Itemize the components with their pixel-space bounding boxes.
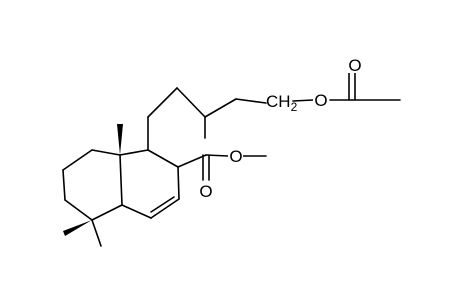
bond-ring-fusion [119, 154, 123, 206]
atom-o-acetate-carbonyl: O [348, 56, 361, 75]
bond-ring-a-3 [62, 169, 66, 201]
atom-ch2-label: CH2 [266, 92, 298, 114]
atom-ch2-text: CH [266, 92, 291, 111]
bond-ring-a-5 [91, 204, 123, 221]
bond-chain-3 [176, 87, 206, 118]
bond-ch2-o [292, 99, 314, 102]
bond-ring-ester-c [177, 154, 207, 168]
atom-o-ester-carbonyl: O [199, 182, 212, 201]
bond-ring-b-4 [150, 198, 180, 219]
atom-o-acetate-link: O [314, 91, 327, 110]
bond-chain-5 [235, 98, 267, 104]
bond-chain-4 [204, 98, 237, 118]
wedge-angular-methyl [117, 124, 123, 155]
wedge-methyl-c4 [63, 220, 92, 236]
atom-ch2-subscript: 2 [291, 100, 298, 114]
bond-ring-b-5 [121, 204, 152, 219]
bond-ester-c-o [205, 154, 229, 157]
bond-ring-b-2 [147, 149, 179, 168]
bond-chain-2 [147, 87, 178, 118]
bond-ring-b-3 [177, 166, 180, 200]
bond-methyl-c4 [91, 219, 102, 247]
bond-ring-a-4 [64, 199, 93, 221]
bond-ring-a-1 [91, 149, 121, 156]
atom-o-ester-methoxy: O [229, 147, 242, 166]
bond-ring-a-2 [62, 149, 93, 171]
bond-ring-b-1 [119, 149, 149, 156]
bond-ring-b-4b [150, 196, 175, 213]
